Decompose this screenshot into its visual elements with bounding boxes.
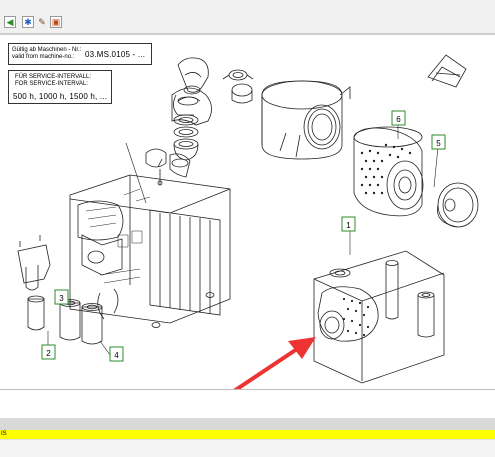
fuel-filter-drawing [27,295,103,345]
machine-logo-drawing [427,54,467,88]
image-button[interactable]: ▣ [50,16,62,28]
status-bar-gray [0,418,495,430]
status-yellow-text: IS [1,431,7,437]
red-annotation-arrow [233,337,316,389]
callout-1[interactable]: 1 [341,216,356,232]
engine-detail-lines [85,188,151,284]
callout-3[interactable]: 3 [54,289,69,305]
callout-4-label: 4 [114,351,119,360]
rubber-elbow-drawing [171,87,212,126]
callout-5[interactable]: 5 [431,134,446,150]
intake-hose-drawing [173,57,209,116]
back-button[interactable]: ◀ [4,16,16,28]
edit-button[interactable]: ✎ [36,16,48,28]
callout-2-label: 2 [46,349,51,358]
end-cap-drawing [437,182,479,228]
callout-6[interactable]: 6 [391,110,406,126]
filter-perforation-pattern [360,143,412,195]
service-interval-box: FÜR SERVICE-INTERVALL: FOR SERVICE-INTER… [8,70,112,104]
leader-lines [47,125,439,357]
engine-assembly-drawing [69,158,231,328]
green-arrow-icon: ◀ [6,16,14,27]
hose-clamp-drawing [222,69,254,81]
kit-filter-perforation [342,297,370,337]
air-filter-housing-drawing [231,80,351,160]
callout-6-label: 6 [396,115,401,124]
callout-4[interactable]: 4 [109,346,124,362]
callout-3-label: 3 [59,294,64,303]
callout-1-label: 1 [346,221,351,230]
clamp-stack-drawing [173,114,199,161]
star-icon: ✱ [24,16,32,27]
exploded-view-drawing: 1 2 3 4 5 6 [17,54,479,389]
machine-number-box: Gültig ab Maschinen - Nr.: valid from ma… [8,43,152,65]
callout-boxes: 1 2 3 4 5 6 [41,110,446,362]
picture-icon: ▣ [51,16,61,27]
service-interval-label-en: FOR SERVICE-INTERVAL: [15,81,89,87]
valid-from-label-en: valid from machine-no.: [12,54,75,60]
filter-element-drawing [353,126,424,217]
filter-kit-box-drawing [313,250,445,384]
highlight-button[interactable]: ✱ [22,16,34,28]
valid-from-label-de: Gültig ab Maschinen - Nr.: [12,47,82,53]
machine-number-value: 03.MS.0105 - ... [85,50,146,59]
pencil-icon: ✎ [38,16,46,27]
callout-2[interactable]: 2 [41,344,56,360]
parts-drawing-canvas: Gültig ab Maschinen - Nr.: valid from ma… [0,34,495,390]
service-interval-value: 500 h, 1000 h, 1500 h, ... [13,92,108,101]
status-bar-yellow: IS [0,430,495,439]
callout-5-label: 5 [436,139,441,148]
fuel-filter-housing-drawing [17,235,51,291]
bottom-strip [0,439,495,457]
service-interval-label-de: FÜR SERVICE-INTERVALL: [15,74,92,80]
toolbar: ◀ ✱ ✎ ▣ [0,0,495,34]
hose-connector-drawing [145,148,191,178]
